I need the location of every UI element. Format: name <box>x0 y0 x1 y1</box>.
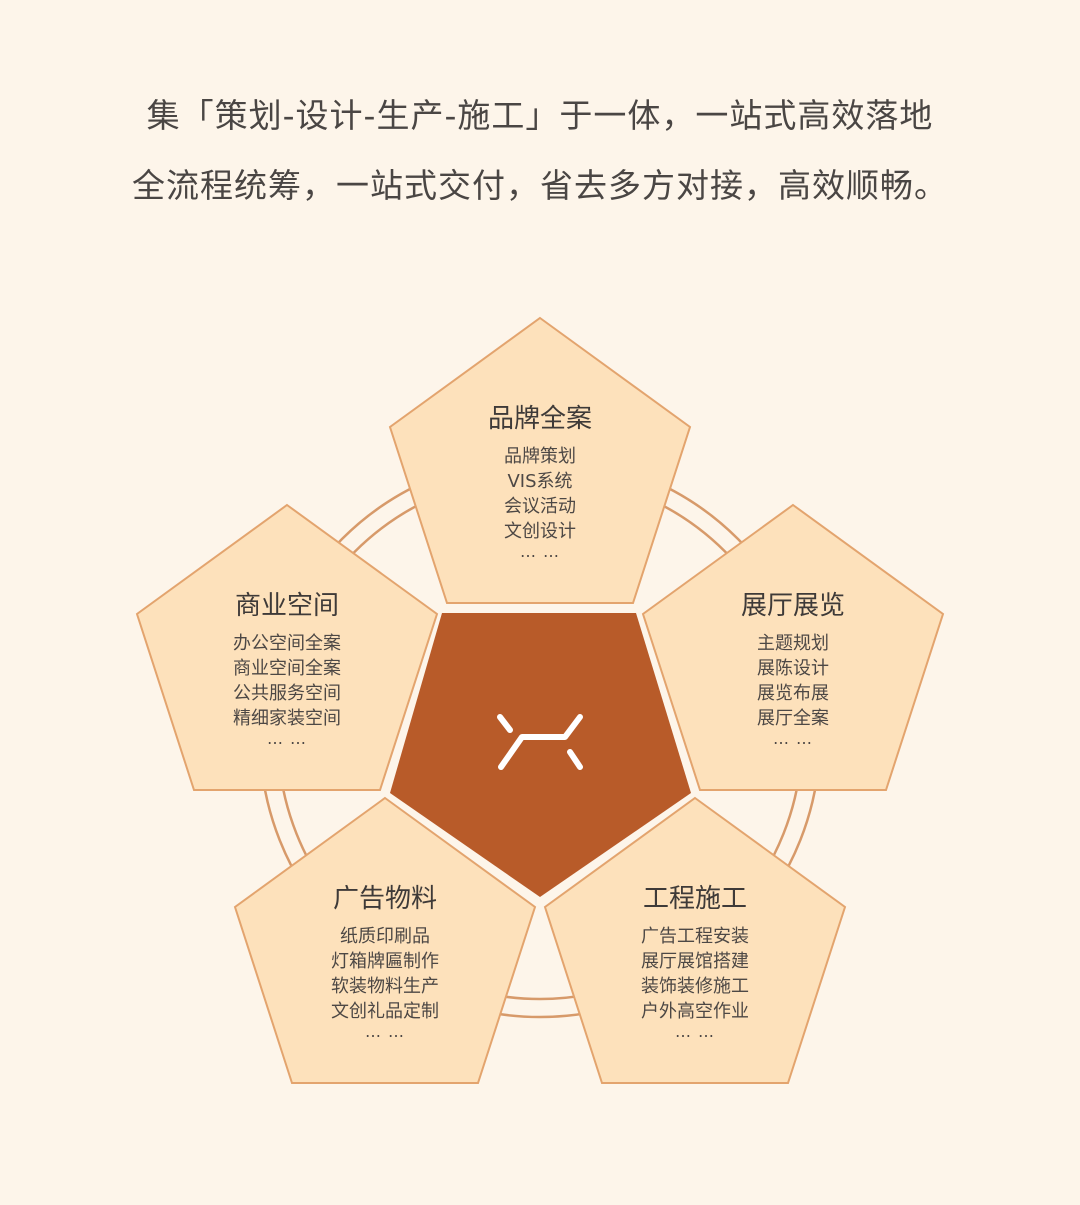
intro-line-2: 全流程统筹，一站式交付，省去多方对接，高效顺畅。 <box>132 166 948 205</box>
segment-advertising: 广告物料 纸质印刷品 灯箱牌匾制作 软装物料生产 文创礼品定制 … … <box>265 883 505 1040</box>
segment-item: 展览布展 <box>757 683 829 704</box>
segment-more: … … <box>266 729 308 748</box>
segment-item: 文创礼品定制 <box>331 1001 439 1022</box>
segment-item: VIS系统 <box>507 471 573 492</box>
segment-item: 纸质印刷品 <box>340 926 430 947</box>
segment-item: 户外高空作业 <box>641 1001 749 1022</box>
segment-item: 品牌策划 <box>504 446 576 467</box>
segment-title: 商业空间 <box>234 591 339 621</box>
segment-title: 展厅展览 <box>740 591 845 621</box>
segment-item: 公共服务空间 <box>233 683 341 704</box>
segment-item: 会议活动 <box>504 496 576 517</box>
segment-item: 文创设计 <box>504 521 576 542</box>
segment-item: 办公空间全案 <box>233 633 341 654</box>
segment-item: 灯箱牌匾制作 <box>331 951 439 972</box>
segment-commercial: 商业空间 办公空间全案 商业空间全案 公共服务空间 精细家装空间 … … <box>167 590 407 747</box>
segment-exhibition: 展厅展览 主题规划 展陈设计 展览布展 展厅全案 … … <box>673 590 913 747</box>
segment-title: 广告物料 <box>332 884 437 914</box>
segment-item: 广告工程安装 <box>641 926 749 947</box>
segment-more: … … <box>674 1022 716 1041</box>
segment-item: 展厅展馆搭建 <box>641 951 749 972</box>
pentagon-commercial <box>135 503 439 791</box>
segment-item: 商业空间全案 <box>233 658 341 679</box>
segment-title: 品牌全案 <box>487 404 592 434</box>
intro-line-1: 集「策划-设计-生产-施工」于一体，一站式高效落地 <box>146 96 934 135</box>
segment-title: 工程施工 <box>642 884 747 914</box>
pentagon-advertising <box>233 796 537 1084</box>
pentagon-brand <box>388 316 692 604</box>
segment-item: 展厅全案 <box>757 708 829 729</box>
center-pentagon <box>390 613 691 897</box>
brand-logo-icon <box>497 714 583 770</box>
segment-engineering: 工程施工 广告工程安装 展厅展馆搭建 装饰装修施工 户外高空作业 … … <box>575 883 815 1040</box>
pentagon-exhibition <box>641 503 945 791</box>
segment-item: 装饰装修施工 <box>641 976 749 997</box>
pentagon-engineering <box>543 796 847 1084</box>
intro-text: 集「策划-设计-生产-施工」于一体，一站式高效落地 全流程统筹，一站式交付，省去… <box>0 96 1080 206</box>
segment-more: … … <box>772 729 814 748</box>
segment-more: … … <box>519 542 561 561</box>
segment-item: 软装物料生产 <box>331 976 439 997</box>
segment-item: 精细家装空间 <box>233 708 341 729</box>
segment-more: … … <box>364 1022 406 1041</box>
segment-brand: 品牌全案 品牌策划 VIS系统 会议活动 文创设计 … … <box>420 403 660 560</box>
segment-item: 展陈设计 <box>757 658 829 679</box>
segment-item: 主题规划 <box>757 633 829 654</box>
